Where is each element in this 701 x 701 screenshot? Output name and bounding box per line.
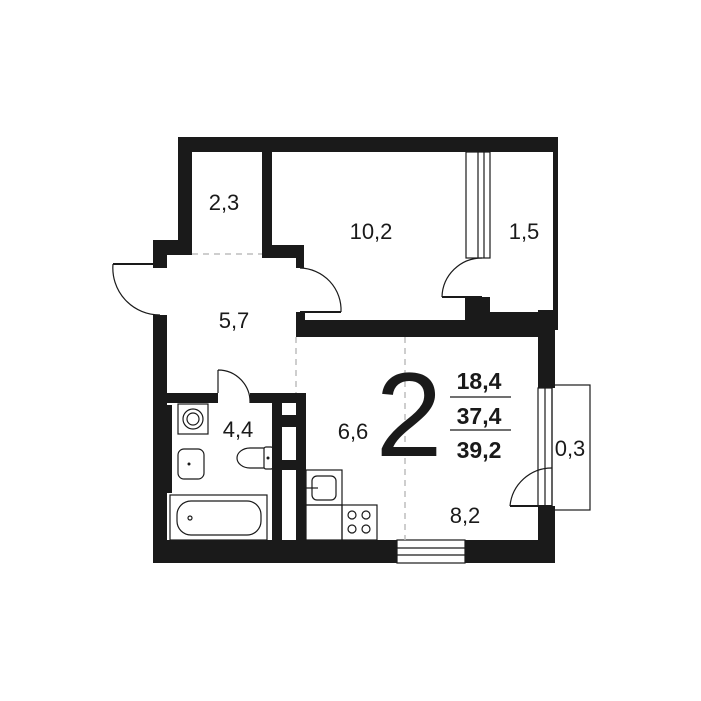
living-area: 18,4: [457, 368, 502, 394]
room-area-bedroom: 10,2: [350, 219, 393, 244]
room-area-kitchen: 6,6: [338, 419, 369, 444]
total-area-with-balcony: 39,2: [457, 437, 502, 463]
room-area-hallway: 5,7: [219, 308, 250, 333]
room-area-balcony: 1,5: [509, 219, 540, 244]
windows: [396, 151, 591, 564]
bathtub-icon: [169, 494, 268, 541]
stove-icon: [305, 504, 378, 541]
total-area: 37,4: [457, 403, 502, 429]
washing-machine-icon: [177, 403, 209, 435]
room-area-bathroom: 4,4: [223, 417, 254, 442]
walls: [153, 137, 558, 563]
room-area-storage: 2,3: [209, 190, 240, 215]
doors: [112, 257, 553, 507]
kitchen-sink-icon: [305, 469, 343, 506]
toilet-icon: [236, 446, 274, 470]
rooms-count: 2: [376, 348, 443, 482]
room-area-loggia: 0,3: [555, 436, 586, 461]
room-area-living: 8,2: [450, 503, 481, 528]
zone-dividers: [192, 253, 406, 540]
sink-icon: [177, 448, 205, 480]
